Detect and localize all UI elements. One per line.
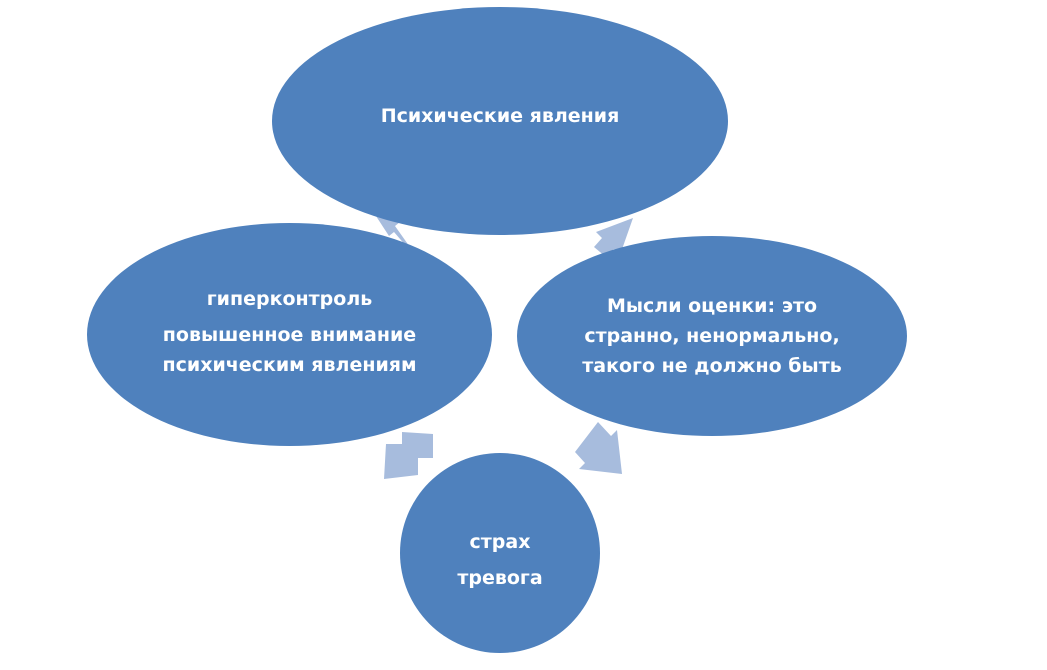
node-evaluative-thoughts: Мысли оценки: это странно, ненормально, … — [517, 236, 907, 436]
node-label: тревога — [457, 567, 543, 589]
node-label: повышенное внимание — [162, 323, 417, 346]
node-label: страх — [469, 531, 531, 553]
node-label: Мысли оценки: это — [606, 295, 818, 317]
node-label: Психические явления — [380, 105, 620, 127]
node-label: такого не должно быть — [582, 355, 842, 377]
arrow-right-to-bottom — [575, 422, 622, 474]
node-hypercontrol: гиперконтроль повышенное внимание психич… — [87, 223, 492, 446]
arrow-bottom-to-left — [384, 432, 433, 479]
node-label: странно, ненормально, — [584, 325, 840, 347]
node-label: гиперконтроль — [206, 287, 373, 310]
node-psychic-phenomena: Психические явления — [272, 7, 728, 235]
node-label: психическим явлениям — [162, 353, 417, 376]
node-fear-anxiety: страх тревога — [400, 453, 600, 653]
